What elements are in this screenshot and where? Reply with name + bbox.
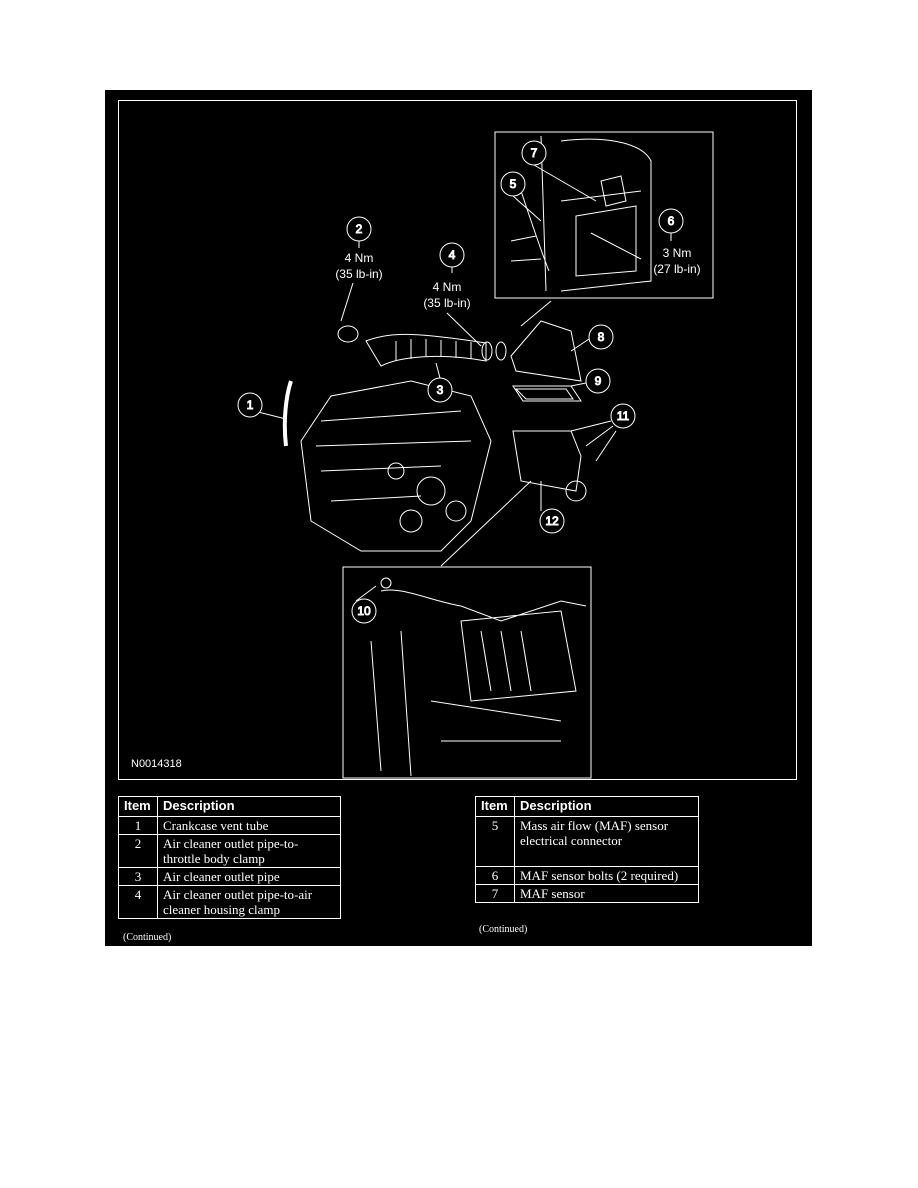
air-cleaner-mounted-inset	[342, 566, 592, 779]
item-description: Air cleaner outlet pipe-to-throttle body…	[157, 834, 341, 868]
callout-12: 12	[539, 508, 565, 534]
air-cleaner-housing-illustration	[510, 320, 587, 502]
svg-text:3 Nm: 3 Nm	[663, 246, 692, 260]
svg-text:4 Nm: 4 Nm	[345, 251, 374, 265]
svg-text:1: 1	[247, 398, 254, 412]
torque-spec-4: 4 Nm (35 lb-in)	[423, 280, 470, 310]
item-description: Crankcase vent tube	[157, 816, 341, 835]
svg-text:2: 2	[356, 222, 363, 236]
svg-text:7: 7	[531, 146, 538, 160]
callout-5: 5	[500, 171, 526, 197]
item-number: 7	[475, 884, 515, 903]
callout-6: 6	[658, 208, 684, 234]
item-description: Mass air flow (MAF) sensor electrical co…	[514, 816, 699, 867]
item-number: 4	[118, 885, 158, 919]
svg-text:12: 12	[545, 514, 559, 528]
callout-7: 7	[521, 140, 547, 166]
callout-11: 11	[610, 403, 636, 429]
callout-9: 9	[585, 368, 611, 394]
item-number: 1	[118, 816, 158, 835]
engine-illustration	[282, 380, 492, 552]
figure-code: N0014318	[131, 758, 182, 770]
callout-8: 8	[588, 324, 614, 350]
torque-spec-6: 3 Nm (27 lb-in)	[653, 246, 700, 276]
header-item: Item	[118, 796, 158, 817]
svg-text:3: 3	[437, 383, 444, 397]
header-item: Item	[475, 796, 515, 817]
callout-2: 2	[346, 216, 372, 242]
svg-text:(35 lb-in): (35 lb-in)	[335, 267, 382, 281]
maf-sensor-inset	[494, 131, 714, 299]
svg-text:(27 lb-in): (27 lb-in)	[653, 262, 700, 276]
item-description: Air cleaner outlet pipe	[157, 867, 341, 886]
svg-text:9: 9	[595, 374, 602, 388]
callout-3: 3	[427, 377, 453, 403]
svg-text:(35 lb-in): (35 lb-in)	[423, 296, 470, 310]
continued-note: (Continued)	[123, 932, 172, 943]
diagram-illustration: 1 2 3 4 5 6 7 8 9 10 11 12 4 Nm (35 lb-i…	[131, 131, 714, 779]
svg-text:8: 8	[598, 330, 605, 344]
callout-1: 1	[237, 392, 263, 418]
item-description: MAF sensor	[514, 884, 699, 903]
svg-text:11: 11	[617, 409, 630, 423]
svg-text:6: 6	[668, 214, 675, 228]
svg-text:10: 10	[357, 604, 371, 618]
header-description: Description	[514, 796, 699, 817]
callout-10: 10	[351, 598, 377, 624]
item-number: 2	[118, 834, 158, 868]
item-number: 3	[118, 867, 158, 886]
svg-text:4: 4	[449, 248, 456, 262]
outlet-pipe-illustration	[337, 325, 507, 367]
torque-spec-2: 4 Nm (35 lb-in)	[335, 251, 382, 281]
item-number: 6	[475, 866, 515, 885]
leader-lines	[237, 164, 672, 602]
manual-page: 1 2 3 4 5 6 7 8 9 10 11 12 4 Nm (35 lb-i…	[105, 90, 812, 946]
svg-text:4 Nm: 4 Nm	[433, 280, 462, 294]
callout-4: 4	[439, 242, 465, 268]
continued-note: (Continued)	[479, 924, 528, 935]
exploded-view-diagram: 1 2 3 4 5 6 7 8 9 10 11 12 4 Nm (35 lb-i…	[118, 100, 797, 780]
item-description: MAF sensor bolts (2 required)	[514, 866, 699, 885]
header-description: Description	[157, 796, 341, 817]
item-description: Air cleaner outlet pipe-to-air cleaner h…	[157, 885, 341, 919]
svg-text:5: 5	[510, 177, 517, 191]
item-number: 5	[475, 816, 515, 867]
